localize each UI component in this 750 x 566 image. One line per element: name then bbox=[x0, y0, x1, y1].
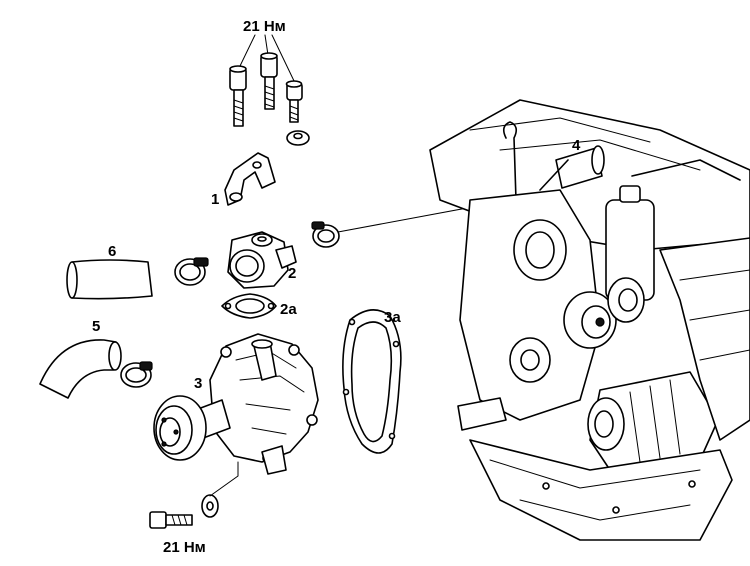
bolt-icon bbox=[260, 52, 278, 110]
part-label-1: 1 bbox=[211, 191, 219, 208]
dipstick bbox=[499, 121, 518, 401]
hose-part-4: 4 bbox=[555, 137, 605, 189]
mounting-bolts-top bbox=[229, 52, 310, 146]
bolt-icon bbox=[149, 511, 193, 529]
top-torque-callout: 21 Нм bbox=[239, 18, 296, 84]
pulley-icon bbox=[563, 291, 617, 349]
washer-icon bbox=[201, 494, 219, 518]
pulley-icon bbox=[509, 337, 551, 383]
bracket-part-1: 1 bbox=[211, 152, 276, 208]
leader-line bbox=[239, 34, 256, 67]
hose-clamp-icon bbox=[311, 221, 340, 248]
bolt-icon bbox=[285, 80, 303, 123]
hose-clamp-icon bbox=[120, 361, 153, 388]
gasket-part-2a: 2а bbox=[221, 293, 297, 319]
hose-clamp-icon bbox=[174, 257, 209, 286]
bolt-icon bbox=[229, 65, 247, 127]
part-label-2a: 2а bbox=[280, 301, 297, 318]
leader-line bbox=[209, 461, 239, 497]
part-label-4: 4 bbox=[572, 137, 581, 154]
leader-line bbox=[271, 34, 296, 84]
compressor bbox=[587, 371, 719, 471]
pulley-icon bbox=[607, 277, 645, 323]
torque-label-bottom: 21 Нм bbox=[163, 539, 206, 556]
part-label-5: 5 bbox=[92, 318, 100, 335]
water-pump-part-3: 3 bbox=[153, 333, 319, 475]
thermostat-housing-part-2: 2 bbox=[227, 231, 297, 289]
bottom-bolt: 21 Нм bbox=[149, 461, 239, 556]
torque-label-top: 21 Нм bbox=[243, 18, 286, 35]
washer-icon bbox=[286, 130, 310, 146]
part-label-6: 6 bbox=[108, 243, 116, 260]
part-label-3a: 3а bbox=[384, 309, 401, 326]
part-label-2: 2 bbox=[288, 265, 296, 282]
engine-block: 4 bbox=[429, 99, 750, 541]
hose-part-5: 5 bbox=[39, 318, 122, 399]
hose-part-6: 6 bbox=[66, 243, 153, 300]
gasket-part-3a: 3а bbox=[342, 309, 402, 454]
leader-line bbox=[264, 34, 269, 56]
part-label-3: 3 bbox=[194, 375, 202, 392]
